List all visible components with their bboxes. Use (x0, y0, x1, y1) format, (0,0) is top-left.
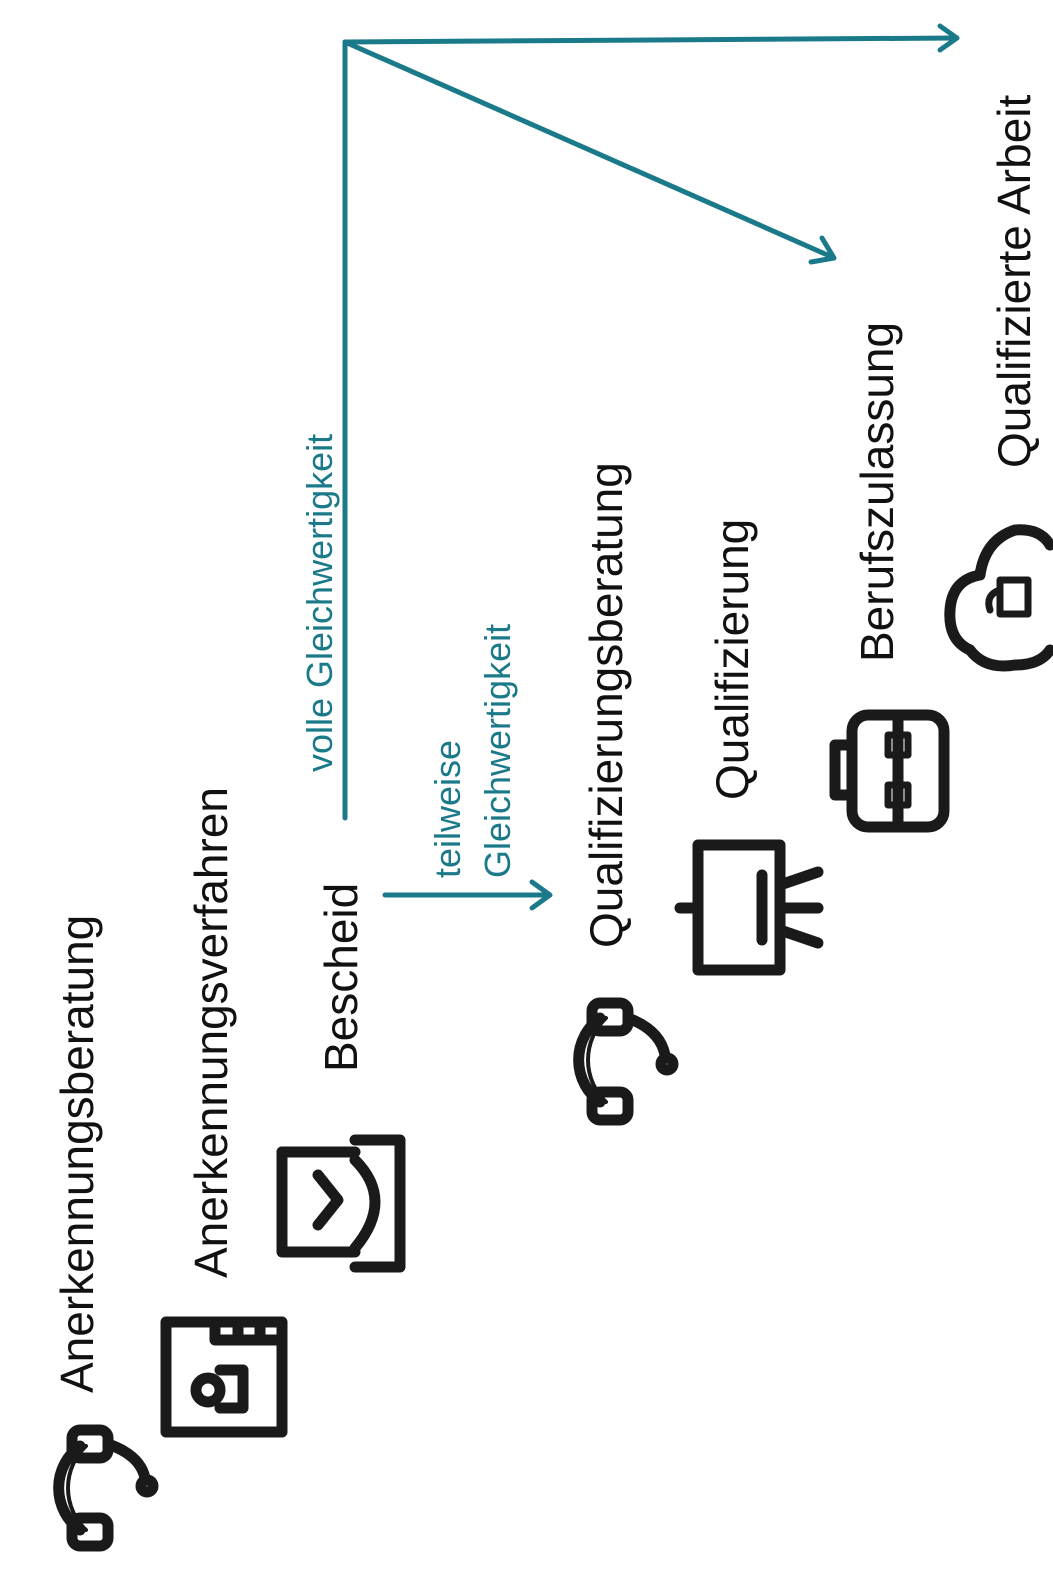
cloud-lock-icon (944, 524, 1053, 672)
step-bescheid: Bescheid (276, 883, 406, 1273)
step-anerkennungsberatung: Anerkennungsberatung (51, 915, 159, 1552)
step-label: Anerkennungsverfahren (185, 787, 237, 1278)
step-label: Qualifizierung (706, 519, 758, 800)
step-qualifizierte-arbeit: Qualifizierte Arbeit (944, 95, 1053, 672)
step-label: Qualifizierte Arbeit (988, 95, 1040, 468)
partial-equivalence-label: teilweise Gleichwertigkeit (427, 624, 518, 878)
step-qualifizierung: Qualifizierung (674, 519, 824, 976)
headset-icon (53, 1424, 159, 1552)
step-anerkennungsverfahren: Anerkennungsverfahren (160, 787, 288, 1438)
step-qualifizierungsberatung: Qualifizierungsberatung (573, 462, 679, 1126)
partial-equivalence-arrow (382, 879, 553, 911)
arrow-to-qualifizierte-arbeit (342, 23, 960, 53)
partial-label-line1: teilweise (427, 740, 468, 878)
step-label: Qualifizierungsberatung (580, 462, 632, 948)
arrow-to-berufszulassung (342, 39, 837, 265)
briefcase-network-icon (829, 709, 950, 833)
full-equivalence-label: volle Gleichwertigkeit (299, 434, 340, 772)
presentation-easel-icon (674, 839, 824, 976)
step-berufszulassung: Berufszulassung (829, 322, 950, 833)
step-label: Anerkennungsberatung (51, 915, 103, 1393)
headset-icon (573, 997, 679, 1126)
inbox-chevron-icon (276, 1134, 406, 1273)
step-label: Bescheid (315, 883, 367, 1072)
step-label: Berufszulassung (851, 322, 903, 662)
partial-label-line2: Gleichwertigkeit (477, 624, 518, 878)
folder-user-icon (160, 1316, 288, 1438)
